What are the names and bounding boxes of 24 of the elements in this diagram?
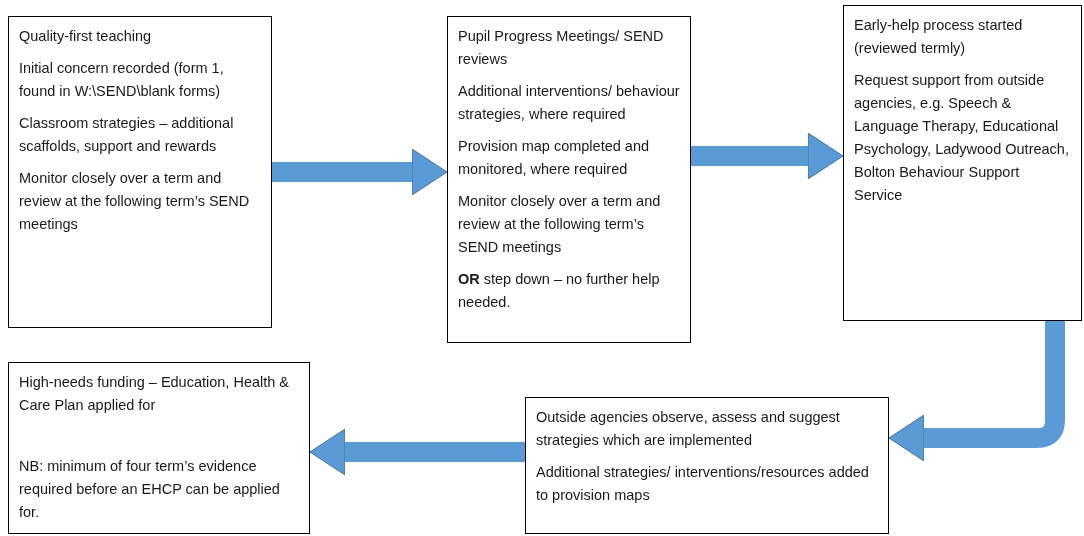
block-arrow [272, 148, 448, 196]
block-arrow [888, 321, 1065, 462]
box-text: Additional strategies/ interventions/resources added to provision maps [536, 463, 870, 505]
process-box [525, 397, 889, 534]
box-text: Additional interventions/ behaviour strategies, where required [458, 82, 680, 124]
box-text: Classroom strategies – additional scaffolds, support and rewards [19, 114, 235, 156]
box-text: Early-help process started (reviewed termly) [854, 16, 1024, 58]
box-text: High-needs funding – Education, Health & Care Plan applied for [19, 373, 291, 415]
process-box [447, 16, 691, 343]
box-text: Quality-first teaching [19, 27, 153, 46]
box-text: Pupil Progress Meetings/ SEND reviews [458, 27, 665, 69]
process-box [8, 16, 272, 328]
block-arrow [309, 428, 525, 476]
box-text: Monitor closely over a term and review at the following term’s SEND meetings [19, 169, 251, 234]
box-text: OR step down – no further help needed. [458, 270, 661, 312]
block-arrow [691, 132, 844, 180]
box-text: Outside agencies observe, assess and suggest strategies which are implemented [536, 408, 841, 450]
box-text: Provision map completed and monitored, where required [458, 137, 651, 179]
process-box [8, 362, 310, 534]
box-text: Initial concern recorded (form 1, found in W:\SEND\blank forms) [19, 59, 225, 101]
box-text: Monitor closely over a term and review at the following term’s SEND meetings [458, 192, 662, 257]
box-text: Request support from outside agencies, e.g. Speech & Language Therapy, Educational Psychology, Ladywood Outreach, Bolton Behaviour Support Service [854, 71, 1070, 205]
process-box [843, 5, 1082, 321]
box-text: NB: minimum of four term’s evidence required before an EHCP can be applied for. [19, 457, 281, 522]
